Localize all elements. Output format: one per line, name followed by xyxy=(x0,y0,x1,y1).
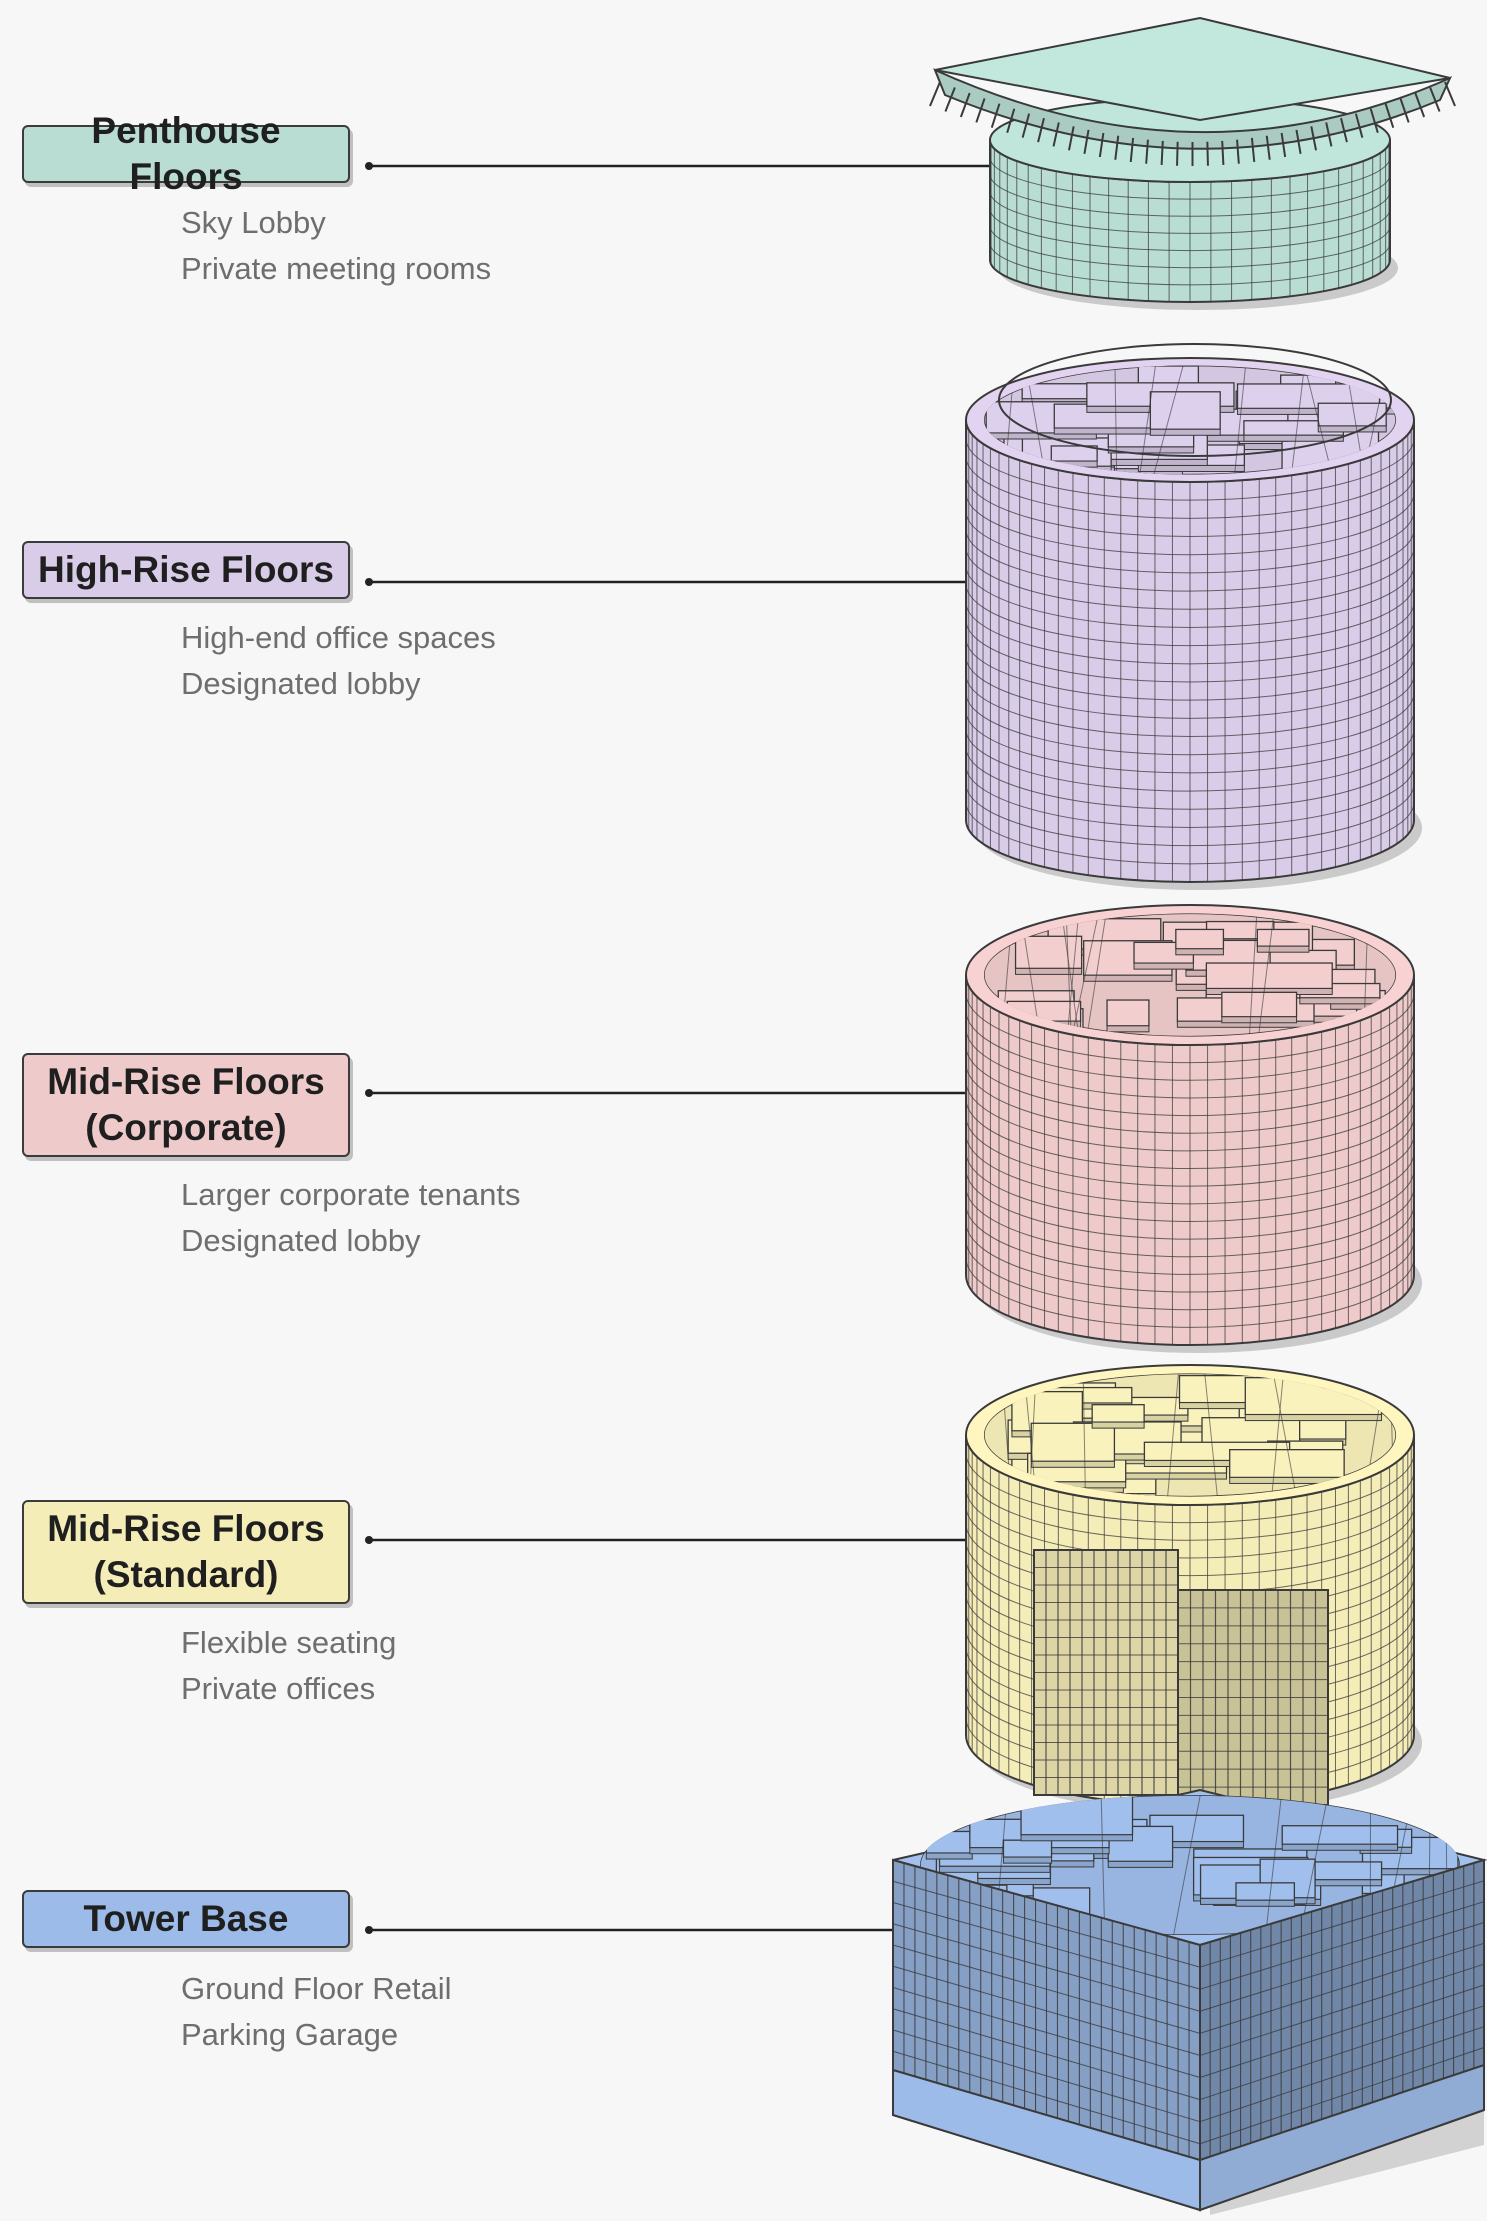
connector-tower-base xyxy=(365,1926,893,1934)
details-penthouse-floors: Sky Lobby Private meeting rooms xyxy=(181,200,491,292)
details-tower-base: Ground Floor Retail Parking Garage xyxy=(181,1966,452,2058)
connector-high-rise xyxy=(365,578,968,586)
building-mid-rise-corporate xyxy=(965,904,1422,1353)
connector-mid-rise-corporate xyxy=(365,1089,968,1097)
detail-item: Sky Lobby xyxy=(181,205,326,240)
label-mid-rise-corporate: Mid-Rise Floors (Corporate) xyxy=(22,1053,350,1157)
building-high-rise xyxy=(965,343,1422,890)
building-mid-rise-standard xyxy=(965,1364,1422,1813)
penthouse-canopy xyxy=(929,16,1456,166)
details-mid-rise-standard: Flexible seating Private offices xyxy=(181,1620,396,1712)
detail-item: High-end office spaces xyxy=(181,620,496,655)
label-penthouse-floors: Penthouse Floors xyxy=(22,110,350,197)
label-mid-rise-standard: Mid-Rise Floors (Standard) xyxy=(22,1500,350,1604)
details-mid-rise-corporate: Larger corporate tenants Designated lobb… xyxy=(181,1172,521,1264)
building-penthouse xyxy=(929,16,1456,310)
label-high-rise-floors: High-Rise Floors xyxy=(22,541,350,599)
building-tower-base xyxy=(892,1788,1487,2215)
connector-mid-rise-standard xyxy=(365,1536,968,1544)
label-tower-base: Tower Base xyxy=(22,1890,350,1948)
facade-block xyxy=(1033,1549,1329,1806)
detail-item: Larger corporate tenants xyxy=(181,1177,521,1212)
connector-penthouse xyxy=(365,162,990,170)
detail-item: Parking Garage xyxy=(181,2017,399,2052)
detail-item: Flexible seating xyxy=(181,1625,397,1660)
detail-item: Designated lobby xyxy=(181,1223,421,1258)
detail-item: Designated lobby xyxy=(181,666,421,701)
detail-item: Ground Floor Retail xyxy=(181,1971,452,2006)
details-high-rise-floors: High-end office spaces Designated lobby xyxy=(181,615,496,707)
detail-item: Private offices xyxy=(181,1671,376,1706)
detail-item: Private meeting rooms xyxy=(181,251,492,286)
